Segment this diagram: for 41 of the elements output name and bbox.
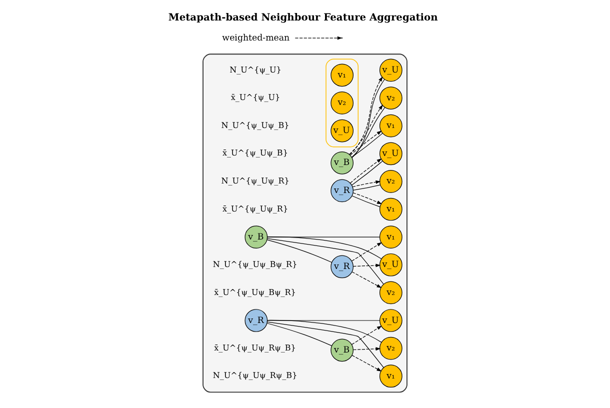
connector (352, 196, 380, 208)
node-circle: v₂ (379, 281, 402, 304)
diagram-title: Metapath-based Neighbour Feature Aggregation (168, 12, 438, 24)
connector (267, 236, 382, 260)
arrow (352, 347, 381, 351)
node-circle: v_B (330, 151, 354, 174)
node-circle: v₁ (379, 226, 402, 248)
connector (352, 184, 381, 191)
arrow (352, 326, 382, 345)
node-circle: v_R (330, 179, 354, 202)
arrow (352, 354, 382, 372)
arrow (352, 242, 382, 262)
node-circle: v_B (244, 226, 268, 248)
connector (267, 238, 384, 284)
node-circle: v_R (244, 309, 268, 332)
connector (267, 320, 382, 343)
node-circle: v_U (379, 309, 402, 332)
node-circle: v_B (330, 338, 354, 362)
arrow (352, 180, 381, 188)
cluster (326, 58, 359, 148)
connector (267, 322, 384, 368)
connector (266, 240, 332, 263)
arrow (352, 192, 382, 204)
legend-label: weighted-mean (222, 33, 290, 44)
connector (267, 236, 380, 238)
node-circle: v_U (379, 142, 402, 166)
connector (267, 320, 380, 321)
node-circle: v₂ (379, 170, 402, 193)
arrow (352, 272, 382, 288)
arrow (352, 264, 381, 268)
node-circle: v₁ (330, 64, 354, 87)
node-circle: v_U (379, 253, 402, 276)
cluster (202, 54, 408, 393)
node-circle: v_U (330, 119, 354, 142)
node-circle: v_R (330, 255, 354, 278)
node-circle: v₂ (379, 336, 402, 360)
node-circle: v₁ (379, 364, 402, 388)
node-circle: v₂ (330, 92, 354, 114)
node-circle: v₁ (379, 114, 402, 138)
node-circle: v₁ (379, 198, 402, 221)
connector (266, 322, 332, 346)
